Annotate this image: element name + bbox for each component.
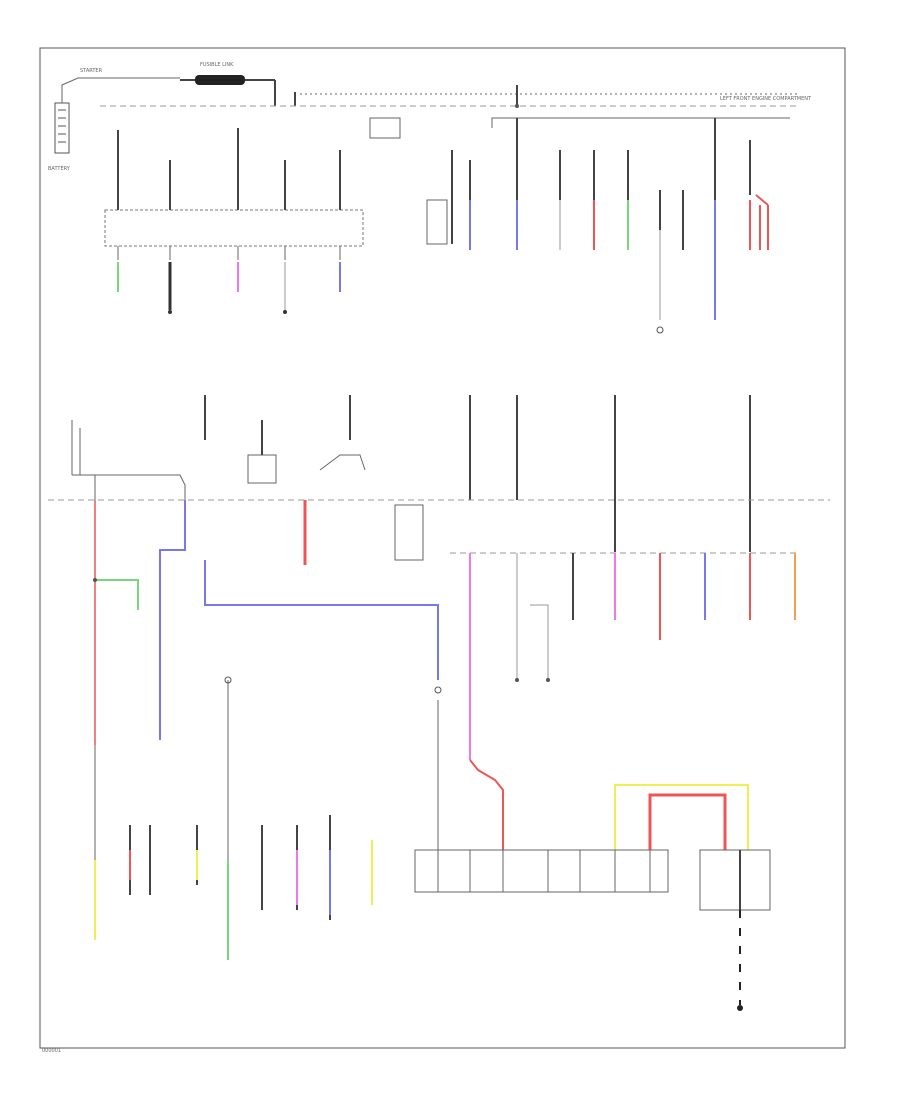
top-right-label: LEFT FRONT ENGINE COMPARTMENT: [720, 96, 812, 102]
fusible-link-label: FUSIBLE LINK: [200, 62, 234, 68]
node-markers: [93, 104, 664, 694]
footer-code: 000001: [42, 1048, 61, 1054]
starter-label: STARTER: [80, 68, 103, 74]
lower-left-loads: [129, 815, 373, 920]
right-sensor: [699, 849, 771, 1011]
control-unit: [414, 849, 669, 893]
battery-label: BATTERY: [48, 166, 71, 172]
middle-row: [71, 395, 751, 552]
lower-right-wires: [227, 553, 796, 960]
fusible-link: FUSIBLE LINK: [180, 62, 296, 106]
battery-assembly: BATTERY: [48, 77, 180, 172]
lower-left-wires: [94, 500, 439, 940]
upper-right-group: [369, 117, 769, 320]
upper-left-fuse-block: [104, 128, 364, 314]
diagram-frame: [39, 47, 846, 1049]
